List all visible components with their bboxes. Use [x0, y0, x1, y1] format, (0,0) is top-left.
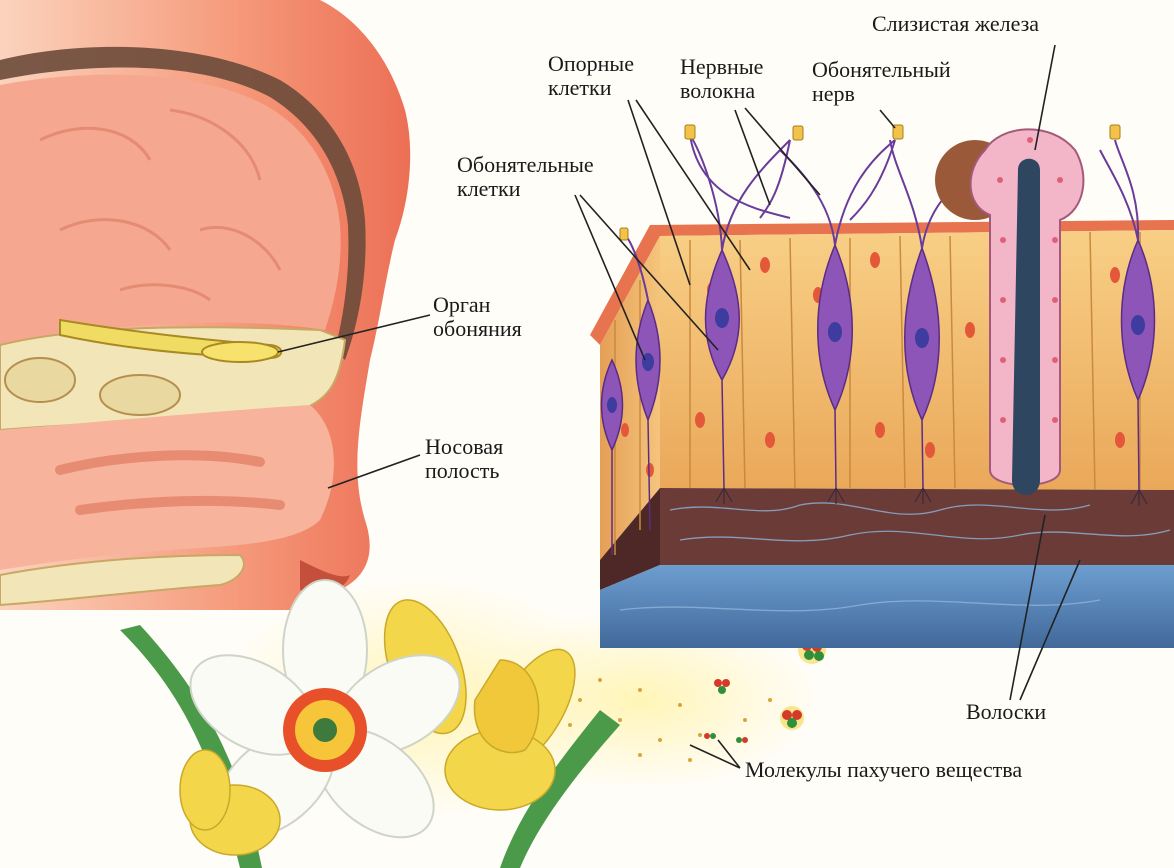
label-support-cells-line1: Опорные: [548, 52, 634, 76]
label-nasal-cavity: Носовая полость: [425, 435, 503, 483]
label-olfactory-cells: Обонятельные клетки: [457, 153, 594, 201]
label-nerve-fibers-line2: волокна: [680, 79, 763, 103]
label-mucous-gland: Слизистая железа: [872, 12, 1039, 36]
label-hairs: Волоски: [966, 700, 1046, 724]
label-olfactory-cells-line2: клетки: [457, 177, 594, 201]
label-nerve-fibers: Нервные волокна: [680, 55, 763, 103]
label-support-cells-line2: клетки: [548, 76, 634, 100]
olfactory-organ: [202, 342, 278, 362]
label-support-cells: Опорные клетки: [548, 52, 634, 100]
sinus-left: [5, 358, 75, 402]
label-olfactory-nerve: Обонятельный нерв: [812, 58, 951, 106]
label-olfactory-cells-line1: Обонятельные: [457, 153, 594, 177]
label-nasal-cavity-line2: полость: [425, 459, 503, 483]
leader-nerve-fibers: [735, 108, 820, 205]
label-nerve-fibers-line1: Нервные: [680, 55, 763, 79]
label-odor-molecules-text: Молекулы пахучего вещества: [745, 758, 1022, 782]
sinus-right: [100, 375, 180, 415]
label-smell-organ-line2: обоняния: [433, 317, 522, 341]
base-layer: [600, 565, 1174, 648]
label-smell-organ-line1: Орган: [433, 293, 522, 317]
label-olfactory-nerve-line2: нерв: [812, 82, 951, 106]
molecule: [780, 706, 804, 730]
leader-olfactory-nerve: [880, 110, 895, 128]
label-hairs-text: Волоски: [966, 700, 1046, 724]
label-nasal-cavity-line1: Носовая: [425, 435, 503, 459]
head-section: [0, 0, 410, 610]
label-odor-molecules: Молекулы пахучего вещества: [745, 758, 1022, 782]
label-olfactory-nerve-line1: Обонятельный: [812, 58, 951, 82]
olfactory-epithelium-block: [590, 125, 1174, 648]
label-mucous-gland-text: Слизистая железа: [872, 12, 1039, 36]
label-smell-organ: Орган обоняния: [433, 293, 522, 341]
